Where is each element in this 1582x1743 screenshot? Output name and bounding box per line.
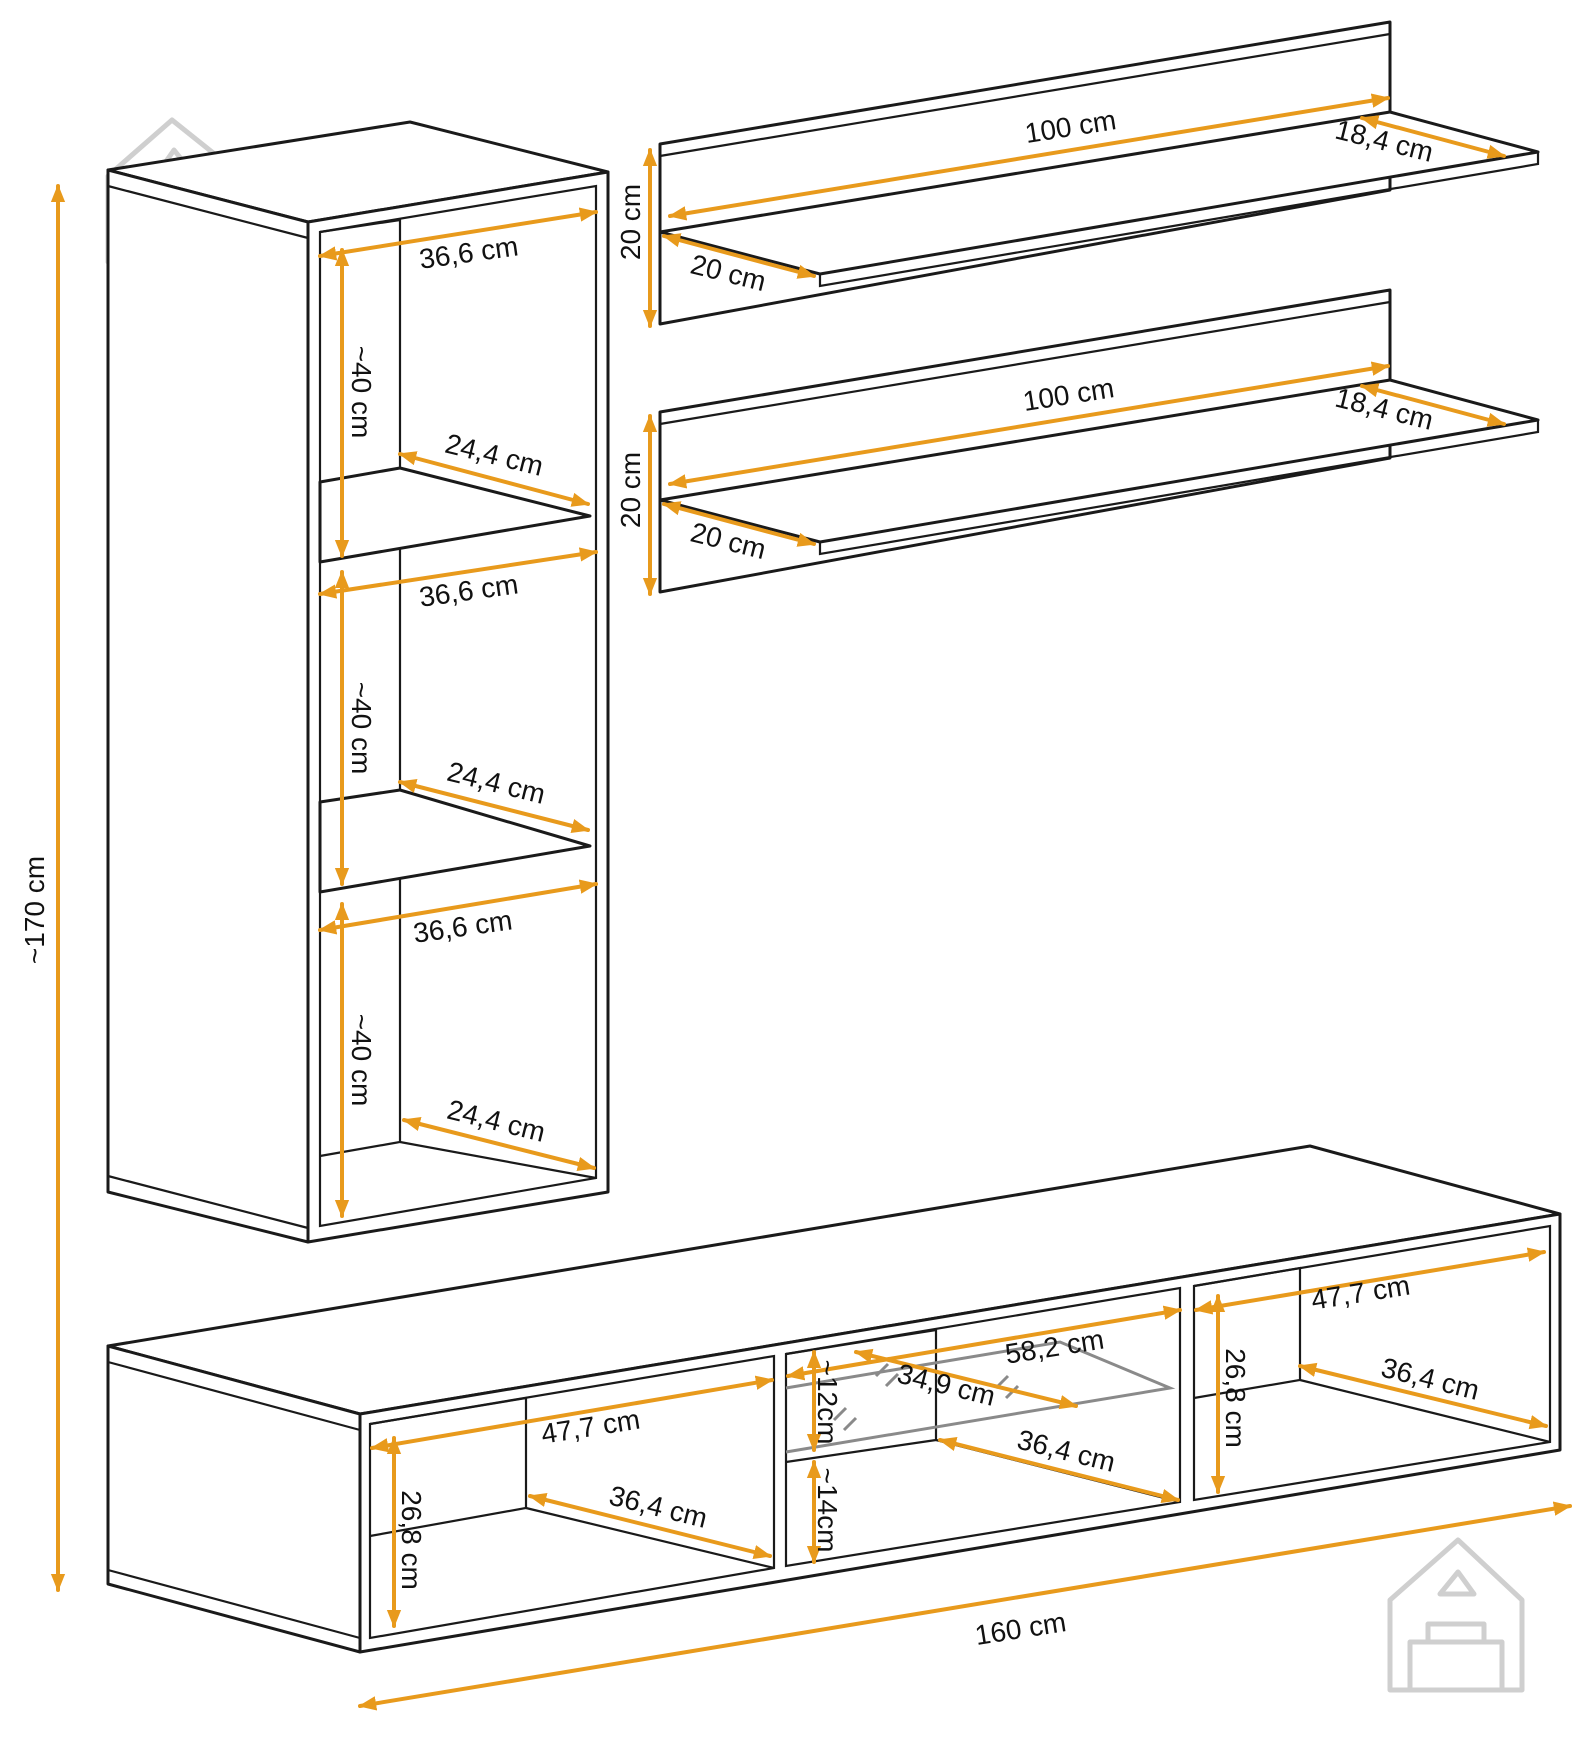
dim-arrow-width: [358, 1501, 1572, 1711]
wall-shelf-top: [658, 20, 1540, 326]
label-cabinet-height: ~40 cm: [346, 682, 377, 775]
label-tv-center-upper-height: ~12cm: [812, 1360, 843, 1445]
dimension-lines: [50, 93, 1572, 1711]
label-tv-right-height: 26,8 cm: [1220, 1348, 1251, 1448]
label-overall-width: 160 cm: [973, 1606, 1069, 1651]
label-shelf-height: 20 cm: [615, 452, 646, 528]
tall-cabinet: [106, 120, 610, 1244]
label-tv-center-lower-height: ~14cm: [812, 1468, 843, 1553]
label-cabinet-height: ~40 cm: [346, 346, 377, 439]
label-tv-left-height: 26,8 cm: [396, 1490, 427, 1590]
house-sofa-logo: [1387, 1537, 1525, 1693]
wall-shelf-bottom: [658, 288, 1540, 594]
label-shelf-height: 20 cm: [615, 184, 646, 260]
label-cabinet-height: ~40 cm: [346, 1014, 377, 1107]
label-overall-height: ~170 cm: [19, 856, 50, 964]
